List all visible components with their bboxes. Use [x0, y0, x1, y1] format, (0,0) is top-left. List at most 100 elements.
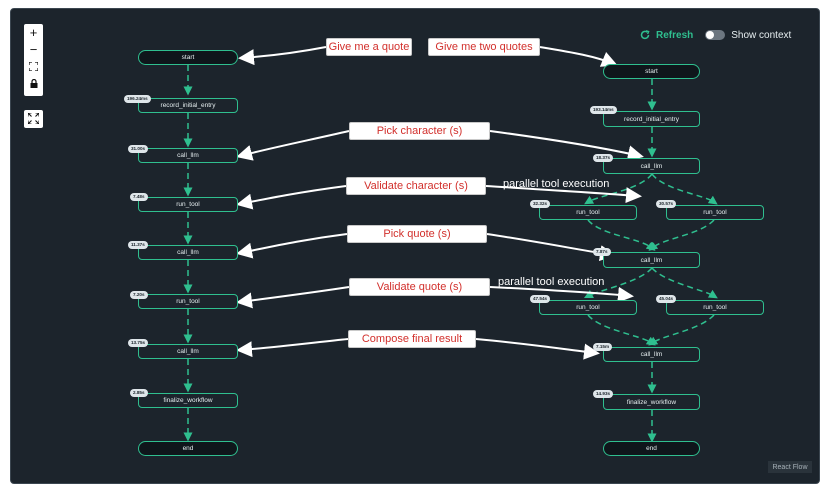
right-node-end[interactable]: end [603, 441, 700, 456]
callout-arrow [489, 286, 634, 303]
fullscreen-control [24, 110, 43, 128]
callout-arrow [238, 46, 327, 66]
duration-badge: 47.54s [530, 295, 551, 303]
callout-arrow [236, 185, 347, 210]
callout-arrow [236, 338, 349, 358]
edge [583, 267, 653, 299]
duration-badge: 31.00s [128, 145, 149, 153]
left-node-call-llm[interactable]: call_llm [138, 148, 238, 163]
left-node-run-tool[interactable]: run_tool [138, 197, 238, 212]
callout-text: Pick quote (s) [383, 228, 451, 240]
left-node-record-initial-entry[interactable]: record_initial_entry [138, 98, 238, 113]
zoom-in-button[interactable]: + [24, 24, 43, 41]
callout-validate-character: Validate character (s) [346, 177, 486, 195]
right-node-start[interactable]: start [603, 64, 700, 79]
duration-badge: 30.57s [656, 200, 677, 208]
right-flow-edges [583, 79, 718, 443]
callout-pick-character: Pick character (s) [349, 122, 490, 140]
duration-badge: 193.14ms [590, 106, 617, 114]
duration-badge: 14.93s [593, 390, 614, 398]
plus-icon: + [29, 25, 38, 40]
annotation-parallel-tool-execution: parallel tool execution [503, 178, 610, 190]
right-node-call-llm[interactable]: call_llm [603, 158, 700, 174]
fullscreen-icon [28, 113, 39, 124]
fullscreen-button[interactable] [24, 110, 43, 127]
fit-view-icon [29, 62, 38, 71]
zoom-controls: + − [24, 24, 43, 96]
lock-icon [30, 79, 37, 88]
right-node-record-initial-entry[interactable]: record_initial_entry [603, 111, 700, 127]
toggle-knob [706, 31, 715, 39]
callout-compose-final-result: Compose final result [348, 330, 476, 348]
zoom-out-button[interactable]: − [24, 41, 43, 58]
callout-give-two-quotes: Give me two quotes [428, 38, 540, 56]
duration-badge: 32.32s [530, 200, 551, 208]
node-label: call_llm [177, 249, 199, 256]
refresh-label: Refresh [656, 29, 694, 41]
callout-text: Give me a quote [328, 41, 410, 53]
minus-icon: − [29, 42, 38, 57]
node-label: call_llm [177, 348, 199, 355]
right-node-run-tool-c[interactable]: run_tool [539, 300, 637, 315]
duration-badge: 18.37s [593, 154, 614, 162]
callout-give-one-quote: Give me a quote [326, 38, 412, 56]
right-node-run-tool-b[interactable]: run_tool [666, 205, 764, 220]
duration-badge: 7.15m [593, 343, 613, 351]
callout-arrow [236, 130, 350, 161]
right-node-call-llm[interactable]: call_llm [603, 252, 700, 268]
node-label: call_llm [640, 351, 663, 358]
top-controls: Refresh Show context [640, 27, 791, 43]
show-context-label: Show context [731, 29, 792, 41]
node-label: run_tool [176, 298, 200, 305]
refresh-button[interactable]: Refresh [640, 30, 693, 41]
edge [587, 219, 656, 251]
duration-badge: 13.75s [128, 339, 149, 347]
callout-pick-quote: Pick quote (s) [347, 225, 487, 243]
right-node-call-llm[interactable]: call_llm [603, 347, 700, 362]
edge [648, 314, 715, 346]
node-label: run_tool [703, 304, 727, 311]
node-label: finalize_workflow [163, 397, 213, 404]
right-node-run-tool-d[interactable]: run_tool [666, 300, 764, 315]
fit-view-button[interactable] [24, 58, 43, 75]
callout-text: Validate quote (s) [376, 281, 463, 293]
edge [584, 173, 653, 205]
node-label: record_initial_entry [624, 115, 679, 123]
left-node-call-llm[interactable]: call_llm [138, 245, 238, 260]
callout-text: Compose final result [361, 333, 463, 345]
left-node-call-llm[interactable]: call_llm [138, 344, 238, 359]
refresh-icon [640, 30, 650, 40]
edge [651, 267, 718, 299]
react-flow-attribution[interactable]: React Flow [768, 461, 812, 473]
node-label: run_tool [576, 304, 600, 311]
duration-badge: 196.24ms [124, 95, 151, 103]
callout-arrow [236, 233, 348, 259]
lock-button[interactable] [24, 75, 43, 92]
duration-badge: 7.48s [130, 193, 148, 201]
right-node-run-tool-a[interactable]: run_tool [539, 205, 637, 220]
node-label: start [645, 68, 658, 75]
duration-badge: 11.37s [128, 241, 148, 249]
edge [587, 314, 656, 346]
node-label: end [182, 445, 194, 452]
left-node-run-tool[interactable]: run_tool [138, 294, 238, 309]
node-label: call_llm [640, 256, 663, 264]
show-context-toggle[interactable] [705, 30, 726, 40]
callout-arrow [475, 338, 600, 360]
left-node-finalize-workflow[interactable]: finalize_workflow [138, 393, 238, 408]
node-label: finalize_workflow [626, 398, 677, 406]
node-label: end [646, 445, 657, 452]
left-node-start[interactable]: start [138, 50, 238, 65]
edge [648, 219, 715, 251]
left-node-end[interactable]: end [138, 441, 238, 456]
edge [651, 173, 718, 205]
callout-arrow [236, 286, 350, 309]
callout-arrow [489, 130, 644, 162]
node-label: run_tool [576, 209, 600, 216]
node-label: record_initial_entry [160, 102, 216, 109]
callout-text: Pick character (s) [376, 125, 463, 137]
duration-badge: 45.04s [656, 295, 677, 303]
right-node-finalize-workflow[interactable]: finalize_workflow [603, 394, 700, 410]
node-label: call_llm [177, 152, 199, 159]
